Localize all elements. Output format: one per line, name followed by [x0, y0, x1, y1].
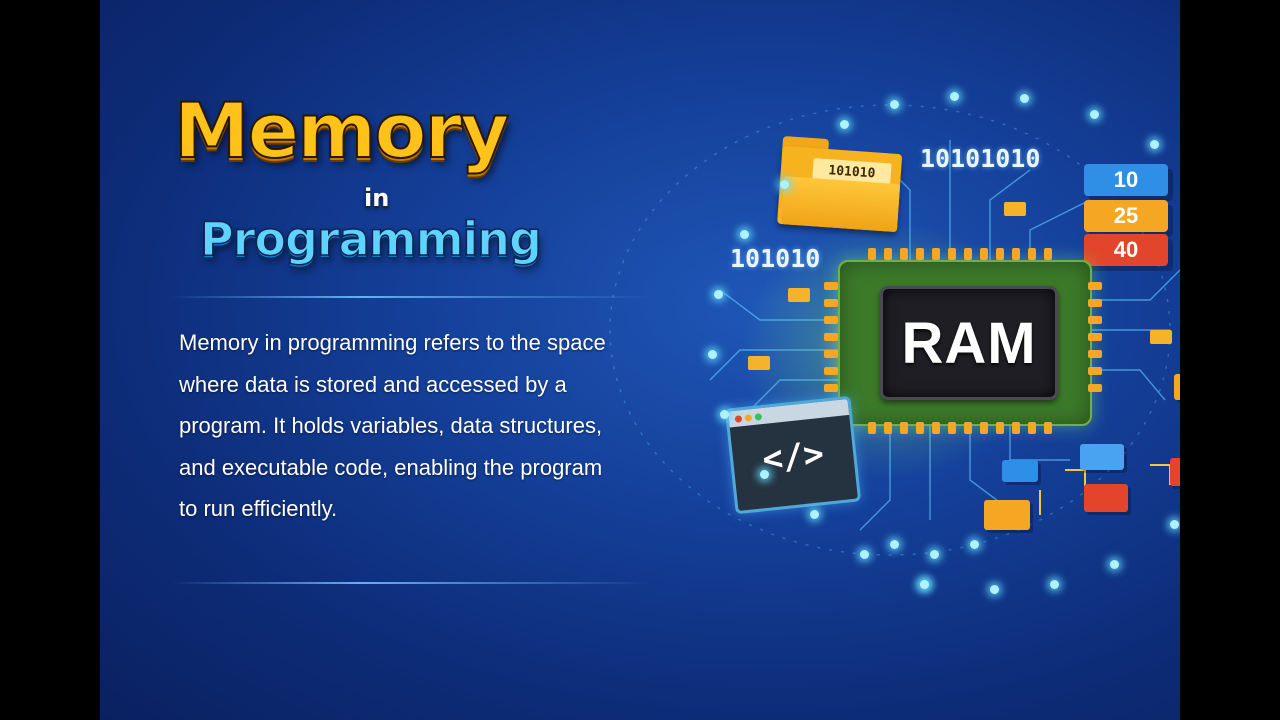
- glow-dot: [860, 550, 869, 559]
- folder-icon: 101010 101010: [777, 135, 903, 233]
- title-main: Memory: [173, 85, 511, 176]
- chip-pin: [980, 422, 988, 434]
- chip-pin: [868, 422, 876, 434]
- divider-bottom: [170, 582, 650, 584]
- binary-top: 10101010: [920, 144, 1041, 173]
- chip-pin: [1088, 333, 1102, 341]
- chip-pin: [1044, 422, 1052, 434]
- chip-pin: [1088, 350, 1102, 358]
- chip-pin: [1088, 367, 1102, 375]
- chip-pin: [964, 248, 972, 260]
- binary-left: 101010: [730, 244, 821, 273]
- glow-dot: [780, 180, 789, 189]
- envelope-icon: [1150, 330, 1172, 344]
- chip-pin: [824, 367, 838, 375]
- chip-pin: [932, 248, 940, 260]
- envelope-icon: [748, 356, 770, 370]
- chip-pin: [916, 248, 924, 260]
- chip-pin: [996, 248, 1004, 260]
- chip-pin: [1044, 248, 1052, 260]
- chip-pin: [884, 422, 892, 434]
- glow-dot: [1090, 110, 1099, 119]
- value-block-25: 25: [1084, 200, 1168, 232]
- chip-pin: [916, 422, 924, 434]
- chip-pin: [900, 422, 908, 434]
- glow-dot: [760, 470, 769, 479]
- glow-dot: [930, 550, 939, 559]
- chip-pin: [932, 422, 940, 434]
- glow-dot: [720, 410, 729, 419]
- glow-dot: [920, 580, 929, 589]
- glow-dot: [810, 510, 819, 519]
- divider-top: [170, 296, 650, 298]
- envelope-icon: [788, 288, 810, 302]
- chip-pin: [824, 282, 838, 290]
- memory-illustration: 101010 101010 10101010 101010 10 25 40 R…: [590, 80, 1180, 600]
- chip-pin: [1088, 316, 1102, 324]
- chip-pin: [824, 350, 838, 358]
- glow-dot: [1020, 94, 1029, 103]
- envelope-icon: [1004, 202, 1026, 216]
- code-window-icon: </>: [724, 395, 862, 515]
- title-connector: in: [364, 184, 390, 212]
- glow-dot: [950, 92, 959, 101]
- glow-dot: [1110, 560, 1119, 569]
- chip-pin: [964, 422, 972, 434]
- glow-dot: [714, 290, 723, 299]
- description: Memory in programming refers to the spac…: [179, 330, 606, 521]
- glow-dot: [740, 230, 749, 239]
- chip-pin: [1028, 422, 1036, 434]
- glow-dot: [708, 350, 717, 359]
- chip-pin: [900, 248, 908, 260]
- glow-dot: [890, 540, 899, 549]
- ram-chip-icon: RAM: [838, 260, 1092, 426]
- glow-dot: [990, 585, 999, 594]
- glow-dot: [1170, 520, 1179, 529]
- chip-pin: [948, 422, 956, 434]
- chip-pin: [996, 422, 1004, 434]
- chip-pin: [1088, 299, 1102, 307]
- glow-dot: [1050, 580, 1059, 589]
- chip-pin: [884, 248, 892, 260]
- code-symbol: </>: [760, 433, 826, 481]
- value-block-40: 40: [1084, 234, 1168, 266]
- chip-pin: [824, 316, 838, 324]
- chip-pin: [868, 248, 876, 260]
- glow-dot: [970, 540, 979, 549]
- chip-pin: [980, 248, 988, 260]
- chip-pin: [1088, 384, 1102, 392]
- value-block-10: 10: [1084, 164, 1168, 196]
- chip-pin: [1012, 422, 1020, 434]
- chip-pin: [1028, 248, 1036, 260]
- glow-dot: [890, 100, 899, 109]
- chip-pin: [824, 333, 838, 341]
- title-sub: Programming: [199, 211, 542, 267]
- letterbox-right: [1180, 0, 1280, 720]
- chip-pin: [948, 248, 956, 260]
- ram-label: RAM: [901, 310, 1037, 376]
- chip-pin: [824, 384, 838, 392]
- chip-pin: [1012, 248, 1020, 260]
- chip-pin: [1088, 282, 1102, 290]
- letterbox-left: [0, 0, 100, 720]
- glow-dot: [840, 120, 849, 129]
- chip-pin: [824, 299, 838, 307]
- memory-block-icon: [1174, 374, 1180, 400]
- slide: Memory in Programming Memory in programm…: [100, 0, 1180, 720]
- glow-dot: [1150, 140, 1159, 149]
